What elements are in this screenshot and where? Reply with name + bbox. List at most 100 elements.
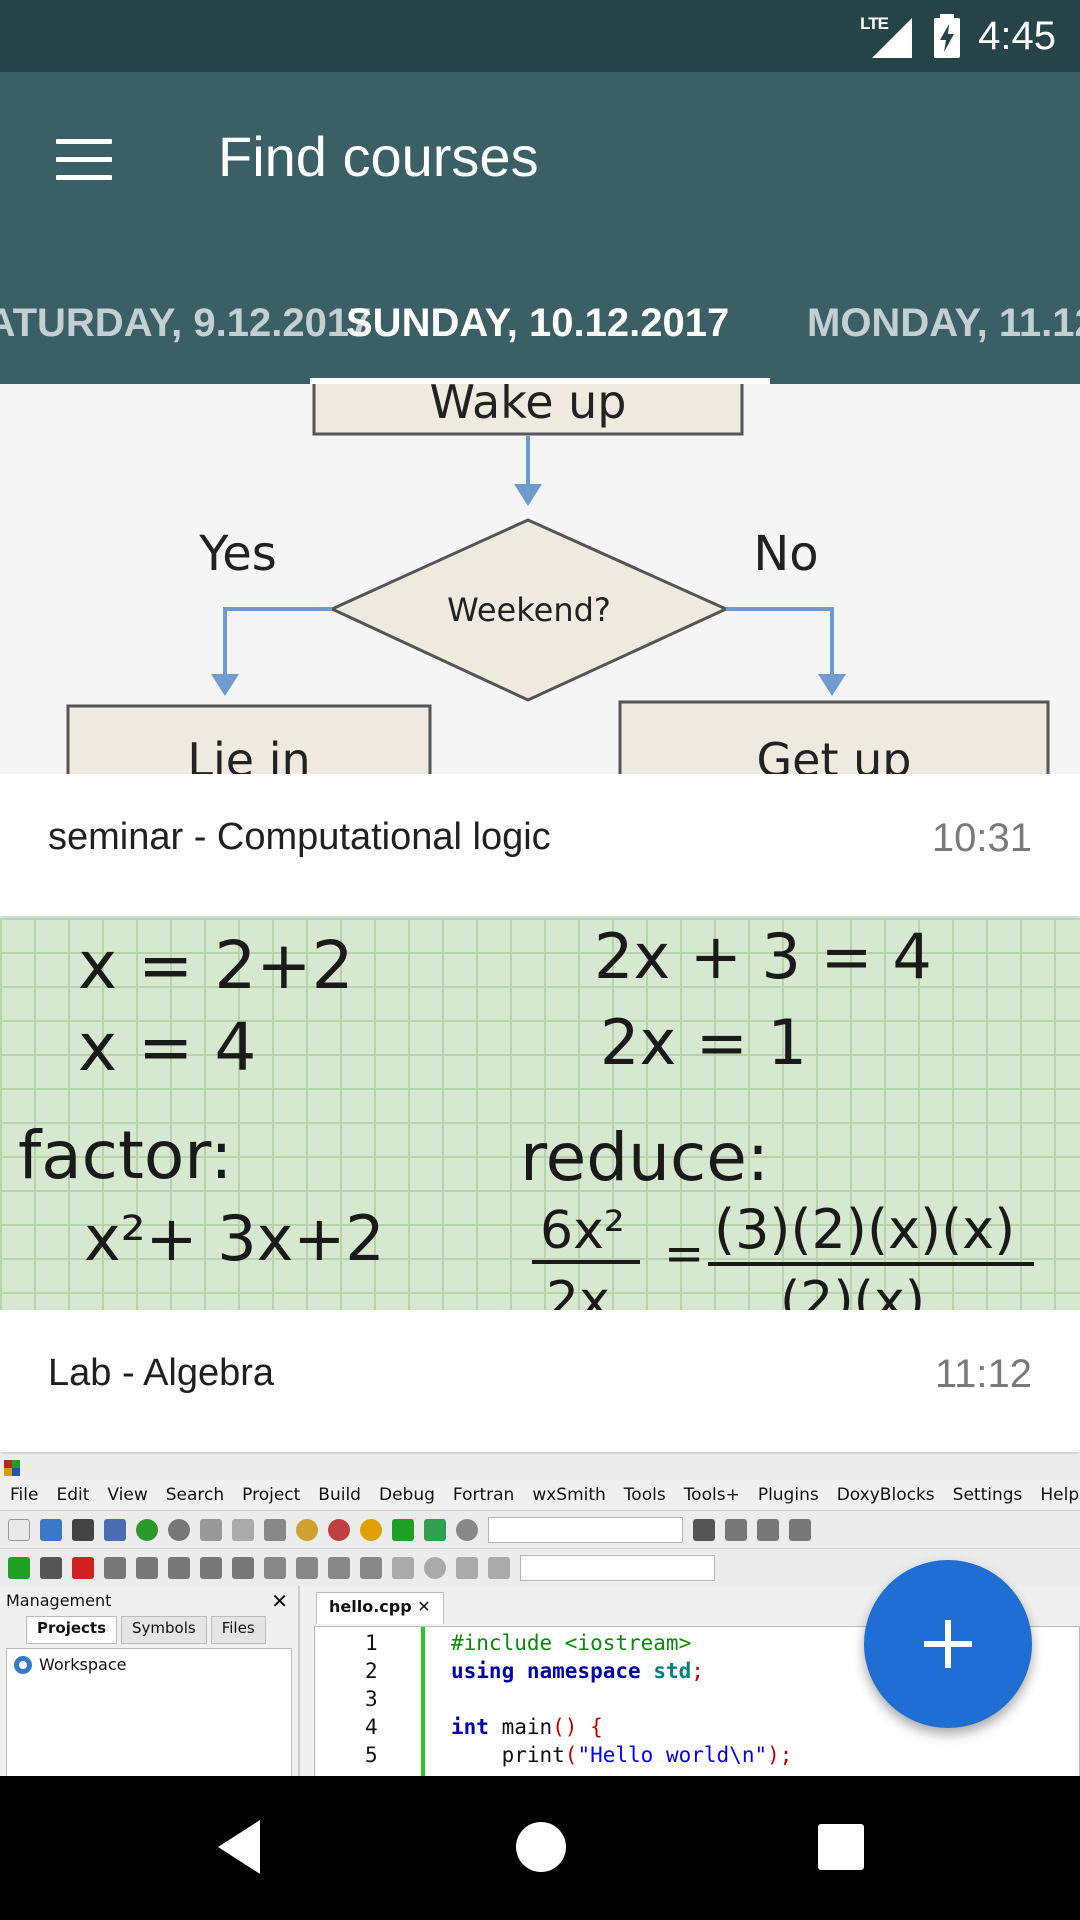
save-icon — [72, 1518, 94, 1541]
code-line: using namespace std; — [451, 1659, 704, 1683]
line-number: 5 — [365, 1743, 378, 1767]
clock: 4:45 — [978, 13, 1056, 58]
flow-wake-up: Wake up — [429, 384, 626, 429]
algebra-line: 2x = 1 — [600, 1006, 807, 1079]
ide-menu-item: Tools — [623, 1485, 666, 1505]
page-title: Find courses — [218, 125, 539, 188]
line-number: 3 — [365, 1687, 378, 1711]
step-icon — [725, 1518, 747, 1541]
ide-menu-item: Help — [1040, 1485, 1080, 1505]
algebra-line: factor: — [18, 1117, 232, 1194]
jump-icon — [392, 1556, 414, 1579]
add-course-button[interactable] — [864, 1560, 1032, 1728]
algebra-line: reduce: — [520, 1119, 769, 1196]
search-icon — [296, 1518, 318, 1541]
ide-menu-item: View — [107, 1485, 148, 1505]
line-number: 4 — [365, 1715, 378, 1739]
ide-toolbar — [0, 1510, 1080, 1548]
line-gutter — [315, 1627, 425, 1776]
ide-menu-item: Debug — [378, 1485, 435, 1505]
algebra-line: 2x + 3 = 4 — [594, 920, 932, 993]
algebra-line: = — [664, 1226, 704, 1282]
workspace-label: Workspace — [39, 1655, 127, 1674]
algebra-line: 2x — [546, 1271, 610, 1310]
recents-icon[interactable] — [818, 1824, 864, 1870]
tab-projects: Projects — [26, 1616, 118, 1644]
help-icon — [328, 1556, 350, 1579]
build-icon — [360, 1518, 382, 1541]
app-bar: Find courses SATURDAY, 9.12.2017 SUNDAY,… — [0, 72, 1080, 384]
back-icon[interactable] — [214, 1818, 264, 1876]
algebra-line: x = 2+2 — [78, 927, 354, 1004]
workspace-icon — [14, 1656, 32, 1674]
card-footer: seminar - Computational logic 10:31 — [0, 774, 1080, 916]
status-bar: LTE 4:45 — [0, 0, 1080, 72]
tab-current-day[interactable]: SUNDAY, 10.12.2017 — [346, 301, 730, 345]
battery-charging-icon — [934, 14, 961, 58]
code-line: print("Hello world\n"); — [451, 1743, 793, 1767]
step-out-icon — [789, 1518, 811, 1541]
open-icon — [40, 1518, 62, 1541]
course-list: Wake up Weekend? Yes No Lie in Get up se… — [0, 384, 1080, 1776]
cut-icon — [200, 1518, 222, 1541]
flow-lie-in: Lie in — [187, 733, 310, 774]
run-icon — [392, 1518, 414, 1541]
algebra-line: (2)(x) — [780, 1271, 925, 1310]
tab-symbols: Symbols — [121, 1616, 207, 1644]
course-image-algebra: x = 2+2 x = 4 factor: x²+ 3x+2 2x + 3 = … — [0, 918, 1080, 1310]
new-file-icon — [8, 1518, 30, 1541]
flow-yes: Yes — [198, 526, 276, 582]
back-arrow-icon — [8, 1556, 30, 1579]
ide-menu-item: Fortran — [452, 1485, 515, 1505]
algebra-line: x = 4 — [78, 1009, 256, 1086]
ide-menu-item: wxSmith — [532, 1485, 606, 1505]
course-time: 10:31 — [931, 816, 1032, 860]
flow-no: No — [753, 526, 818, 582]
code-line: #include <iostream> — [451, 1631, 692, 1655]
line-number: 1 — [365, 1631, 378, 1655]
bookmark-icon — [72, 1556, 94, 1579]
course-card[interactable]: x = 2+2 x = 4 factor: x²+ 3x+2 2x + 3 = … — [0, 918, 1080, 1452]
course-time: 11:12 — [934, 1352, 1032, 1396]
search-field — [520, 1554, 715, 1581]
copy-icon — [232, 1518, 254, 1541]
ide-menu-item: Plugins — [757, 1485, 819, 1505]
build-run-icon — [424, 1518, 446, 1541]
flag-icon — [168, 1556, 190, 1579]
code-line: int main() { — [451, 1715, 603, 1739]
save-all-icon — [104, 1518, 126, 1541]
flow-weekend: Weekend? — [447, 591, 611, 629]
flag-icon — [104, 1556, 126, 1579]
clear-icon — [488, 1556, 510, 1579]
ide-menu-item: Settings — [952, 1485, 1023, 1505]
paste-icon — [264, 1518, 286, 1541]
algebra-line: 6x² — [540, 1201, 625, 1261]
build-target-select — [488, 1516, 683, 1543]
home-icon[interactable] — [516, 1822, 566, 1872]
comment-icon — [264, 1556, 286, 1579]
management-tabs: Projects Symbols Files — [0, 1616, 298, 1646]
line-number: 2 — [365, 1659, 378, 1683]
course-card[interactable]: Wake up Weekend? Yes No Lie in Get up se… — [0, 384, 1080, 916]
forward-arrow-icon — [40, 1556, 62, 1579]
editor-tabs: hello.cpp ✕ — [306, 1586, 1080, 1624]
redo-icon — [168, 1518, 190, 1541]
tab-previous-day[interactable]: SATURDAY, 9.12.2017 — [0, 301, 372, 345]
workspace-tree: Workspace — [6, 1648, 292, 1776]
ide-menu-bar: File Edit View Search Project Build Debu… — [0, 1480, 1080, 1510]
navigation-bar — [0, 1776, 1080, 1920]
file-tab: hello.cpp ✕ — [316, 1592, 444, 1624]
menu-icon[interactable] — [40, 114, 130, 204]
ide-menu-item: Edit — [56, 1485, 90, 1505]
network-type: LTE — [860, 14, 889, 33]
ide-menu-item: Search — [165, 1485, 225, 1505]
step-into-icon — [757, 1518, 779, 1541]
ide-menu-item: Project — [242, 1485, 301, 1505]
status-icons: LTE 4:45 — [860, 0, 1056, 72]
course-name: seminar - Computational logic — [48, 816, 551, 858]
management-panel: Management ✕ Projects Symbols Files Work… — [0, 1586, 300, 1776]
debug-icon — [693, 1518, 715, 1541]
ide-titlebar — [0, 1454, 1080, 1480]
tab-next-day[interactable]: MONDAY, 11.12.2017 — [807, 301, 1080, 345]
replace-icon — [328, 1518, 350, 1541]
